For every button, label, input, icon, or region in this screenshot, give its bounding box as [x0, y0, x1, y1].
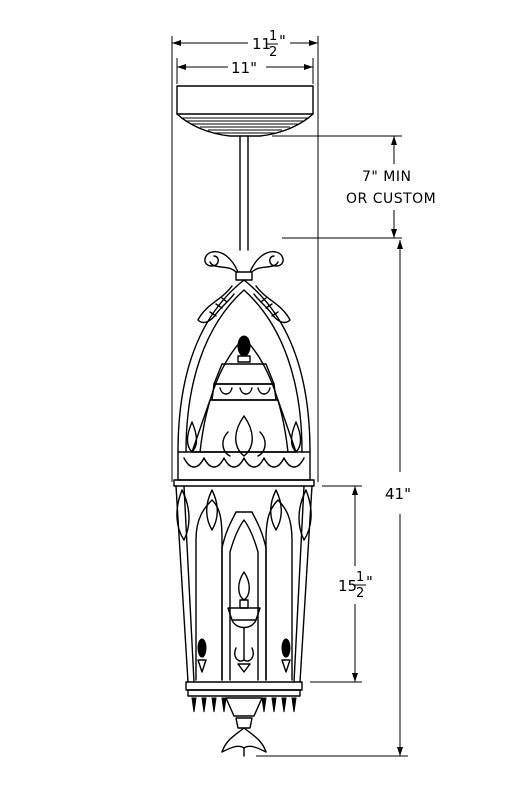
- lantern-height-dimension: 15 1 2 ": [310, 485, 373, 683]
- lantern-height-whole: 15: [338, 577, 357, 595]
- canopy-width-dimension: 11": [176, 58, 314, 84]
- gallery-band: [173, 451, 315, 487]
- bottom-band: [185, 681, 303, 717]
- overall-width-numerator: 1: [269, 29, 277, 44]
- scroll-crown: [204, 251, 284, 281]
- stem: [239, 135, 249, 251]
- lantern-body: [175, 485, 313, 683]
- lantern-height-denominator: 2: [356, 586, 364, 601]
- stem-dimension: 7" MIN OR CUSTOM: [272, 135, 436, 239]
- overall-width-whole: 11: [252, 35, 271, 53]
- stem-length-label: 7" MIN: [362, 169, 411, 185]
- canopy: [176, 85, 314, 137]
- overall-height-label: 41": [385, 485, 411, 503]
- overall-height-dimension: 41": [256, 240, 411, 757]
- lantern-height-numerator: 1: [356, 570, 364, 585]
- overall-width-denominator: 2: [269, 45, 277, 60]
- bottom-finial: [221, 717, 267, 757]
- lantern-height-unit: ": [366, 573, 373, 591]
- top-finial: [191, 335, 297, 453]
- flame-fixture: [227, 571, 261, 673]
- arch-frame: [177, 279, 311, 453]
- overall-width-unit: ": [279, 32, 286, 50]
- stem-custom-label: OR CUSTOM: [346, 191, 436, 207]
- canopy-width-label: 11": [231, 59, 257, 77]
- overall-width-dimension: 11 1 2 ": [171, 29, 319, 482]
